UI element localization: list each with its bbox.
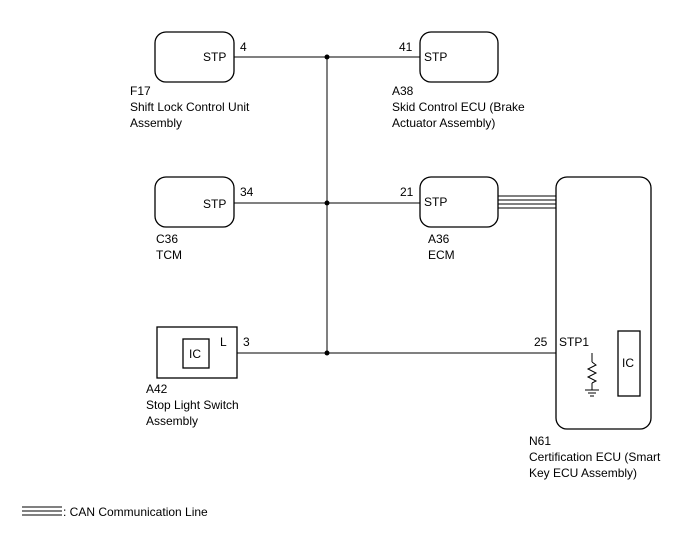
component-n61: IC STP1 25 N61 Certification ECU (Smart …: [529, 176, 661, 480]
c36-terminal-label: STP: [203, 197, 226, 211]
c36-name-line1: TCM: [156, 248, 182, 262]
n61-id: N61: [529, 434, 551, 448]
f17-name-line1: Shift Lock Control Unit: [130, 100, 250, 114]
f17-pin-number: 4: [240, 40, 247, 54]
n61-terminal-label: STP1: [559, 335, 589, 349]
component-a36: STP 21 A36 ECM: [400, 176, 499, 262]
n61-ic-label: IC: [622, 356, 634, 370]
component-a38: STP 41 A38 Skid Control ECU (Brake Actua…: [392, 31, 525, 130]
f17-box: [154, 31, 235, 83]
a38-name-line1: Skid Control ECU (Brake: [392, 100, 525, 114]
a42-ic-box: [182, 338, 210, 369]
a38-name-line2: Actuator Assembly): [392, 116, 495, 130]
a36-pin-number: 21: [400, 185, 414, 199]
legend: : CAN Communication Line: [22, 505, 208, 519]
a36-terminal-label: STP: [424, 195, 447, 209]
n61-pin-number: 25: [534, 335, 548, 349]
resistor-icon: [586, 361, 598, 384]
component-f17: STP 4 F17 Shift Lock Control Unit Assemb…: [130, 31, 250, 130]
a42-name-line1: Stop Light Switch: [146, 398, 239, 412]
a38-id: A38: [392, 84, 414, 98]
a42-terminal-label: L: [220, 335, 227, 349]
component-a42: IC L 3 A42 Stop Light Switch Assembly: [146, 326, 250, 428]
f17-name-line2: Assembly: [130, 116, 182, 130]
a36-id: A36: [428, 232, 450, 246]
a38-pin-number: 41: [399, 40, 413, 54]
c36-box: [154, 176, 235, 228]
a38-box: [419, 31, 499, 83]
junction-dot-top: [324, 54, 330, 60]
n61-ic-box: [617, 330, 641, 397]
n61-name-line2: Key ECU Assembly): [529, 466, 637, 480]
f17-terminal-label: STP: [203, 50, 226, 64]
junction-dot-middle: [324, 200, 330, 206]
a42-name-line2: Assembly: [146, 414, 198, 428]
can-bus-line: [498, 195, 556, 209]
a42-pin-number: 3: [243, 335, 250, 349]
f17-id: F17: [130, 84, 151, 98]
n61-name-line1: Certification ECU (Smart: [529, 450, 661, 464]
c36-id: C36: [156, 232, 178, 246]
a36-name-line1: ECM: [428, 248, 455, 262]
junction-dot-bottom: [324, 350, 330, 356]
component-c36: STP 34 C36 TCM: [154, 176, 254, 262]
c36-pin-number: 34: [240, 185, 254, 199]
a36-box: [419, 176, 499, 228]
a42-id: A42: [146, 382, 168, 396]
legend-text: : CAN Communication Line: [63, 505, 208, 519]
a38-terminal-label: STP: [424, 50, 447, 64]
a42-ic-label: IC: [189, 347, 201, 361]
